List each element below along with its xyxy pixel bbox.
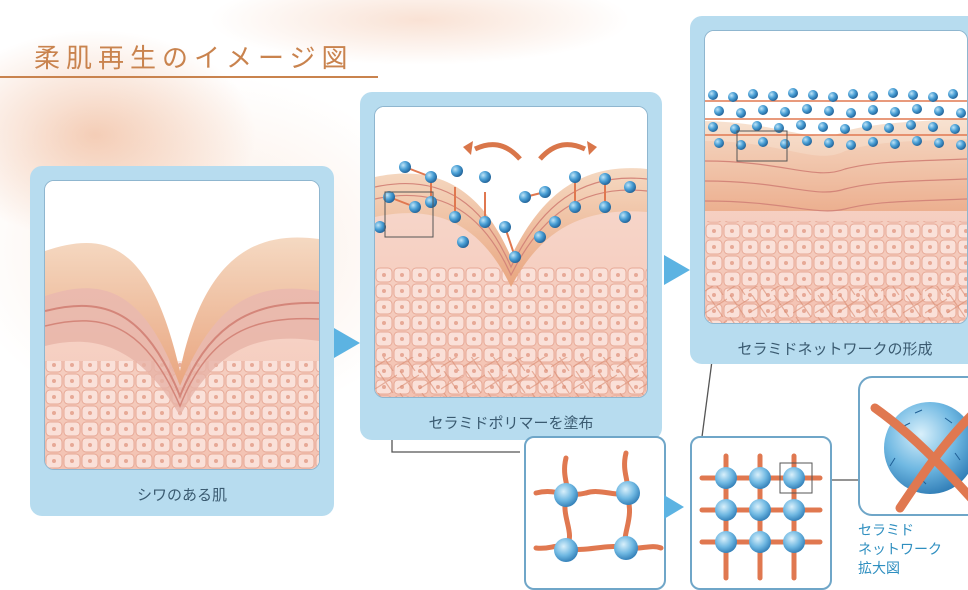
polymer-skin-illustration bbox=[375, 107, 647, 397]
detail-caption-line-1: セラミド bbox=[858, 522, 942, 541]
detail-caption: セラミド ネットワーク 拡大図 bbox=[858, 522, 942, 579]
panel-wrinkled-skin-image bbox=[44, 180, 320, 470]
panel-network-formation-image bbox=[704, 30, 968, 324]
caption-polymer-applied: セラミドポリマーを塗布 bbox=[360, 412, 662, 433]
detail-caption-line-3: 拡大図 bbox=[858, 560, 942, 579]
network-skin-illustration bbox=[705, 31, 967, 323]
panel-polymer-applied-image bbox=[374, 106, 648, 398]
polymer-zoom-illustration bbox=[526, 438, 664, 588]
panel-polymer-applied: セラミドポリマーを塗布 bbox=[360, 92, 662, 440]
caption-network-formation: セラミドネットワークの形成 bbox=[690, 338, 968, 359]
caption-wrinkled-skin: シワのある肌 bbox=[30, 484, 334, 505]
wrinkled-skin-illustration bbox=[45, 181, 319, 469]
arrow-right-icon bbox=[334, 328, 360, 358]
detail-caption-line-2: ネットワーク bbox=[858, 541, 942, 560]
panel-network-formation: セラミドネットワークの形成 bbox=[690, 16, 968, 364]
arrow-right-icon bbox=[664, 255, 690, 285]
arrow-right-icon bbox=[664, 495, 684, 519]
zoom-box-network bbox=[690, 436, 832, 590]
network-zoom-illustration bbox=[692, 438, 830, 588]
zoom-box-ceramide-detail bbox=[858, 376, 968, 516]
zoom-box-polymer bbox=[524, 436, 666, 590]
panel-wrinkled-skin: シワのある肌 bbox=[30, 166, 334, 516]
ceramide-detail-illustration bbox=[860, 378, 968, 514]
